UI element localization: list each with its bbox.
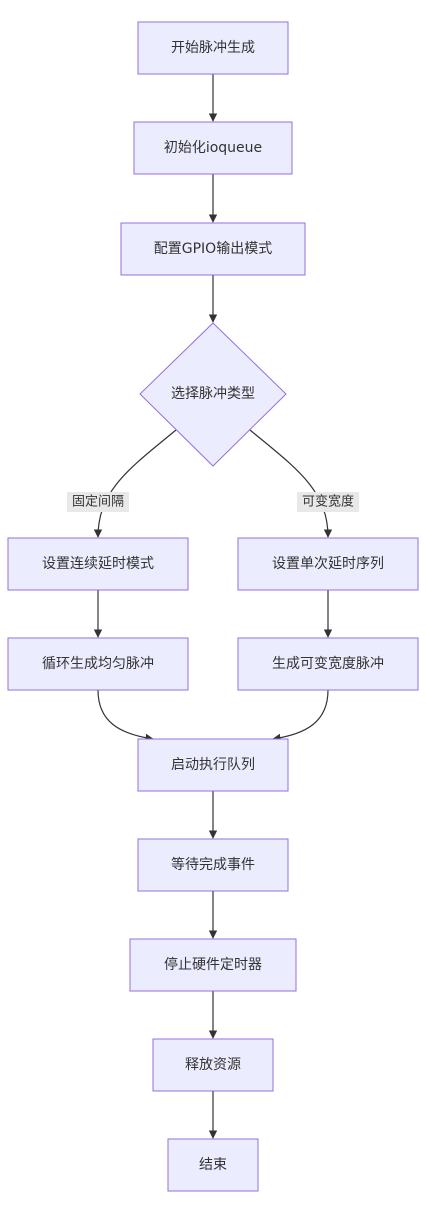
node-gen-variable-label: 生成可变宽度脉冲 bbox=[272, 655, 384, 672]
edge-choose-to-single bbox=[249, 429, 333, 538]
node-end: 结束 bbox=[167, 1138, 259, 1192]
node-release: 释放资源 bbox=[152, 1038, 274, 1092]
node-loop-uniform-label: 循环生成均匀脉冲 bbox=[42, 656, 154, 672]
node-set-single-label: 设置单次延时序列 bbox=[272, 556, 384, 572]
node-wait-done-label: 等待完成事件 bbox=[171, 856, 255, 873]
node-set-continuous: 设置连续延时模式 bbox=[7, 537, 189, 591]
edge-label-fixed-interval-text: 固定间隔 bbox=[72, 495, 124, 510]
edge-loop-to-queue bbox=[97, 689, 154, 743]
edge-label-variable-width-text: 可变宽度 bbox=[302, 494, 354, 510]
decision-choose-type: 选择脉冲类型 bbox=[139, 322, 287, 467]
node-init-label: 初始化ioqueue bbox=[164, 139, 262, 156]
node-init: 初始化ioqueue bbox=[133, 121, 293, 175]
node-start: 开始脉冲生成 bbox=[137, 21, 289, 75]
node-wait-done: 等待完成事件 bbox=[137, 838, 289, 892]
edge-label-variable-width: 可变宽度 bbox=[297, 492, 359, 512]
node-set-continuous-label: 设置连续延时模式 bbox=[42, 555, 154, 572]
node-end-label: 结束 bbox=[199, 1157, 227, 1173]
node-start-queue: 启动执行队列 bbox=[137, 738, 289, 792]
edge-choose-to-continuous bbox=[93, 429, 177, 538]
decision-choose-type-label: 选择脉冲类型 bbox=[171, 386, 255, 402]
edge-variable-to-queue bbox=[272, 689, 329, 743]
node-loop-uniform: 循环生成均匀脉冲 bbox=[7, 637, 189, 691]
node-start-label: 开始脉冲生成 bbox=[171, 40, 255, 56]
node-release-label: 释放资源 bbox=[185, 1057, 241, 1073]
node-start-queue-label: 启动执行队列 bbox=[171, 757, 255, 773]
node-set-single: 设置单次延时序列 bbox=[237, 537, 419, 591]
node-config-gpio: 配置GPIO输出模式 bbox=[120, 222, 306, 276]
node-config-gpio-label: 配置GPIO输出模式 bbox=[154, 241, 272, 257]
edge-label-fixed-interval: 固定间隔 bbox=[67, 492, 129, 512]
node-gen-variable: 生成可变宽度脉冲 bbox=[237, 637, 419, 691]
node-stop-timer: 停止硬件定时器 bbox=[129, 938, 297, 992]
node-stop-timer-label: 停止硬件定时器 bbox=[164, 956, 262, 973]
